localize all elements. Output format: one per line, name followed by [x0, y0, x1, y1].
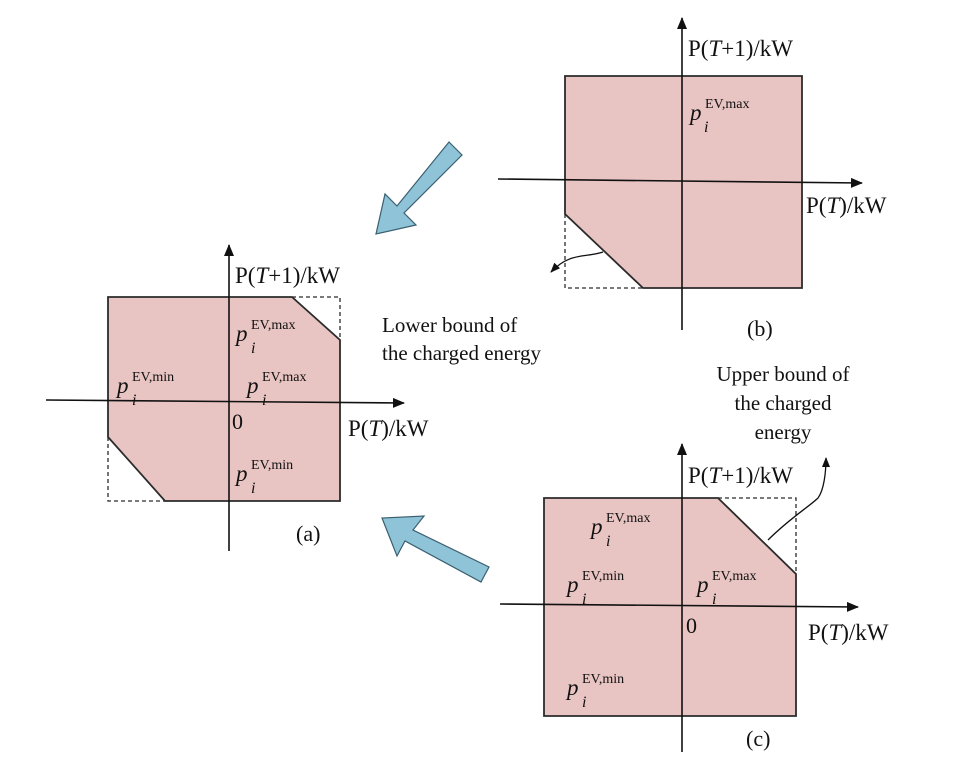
- svg-text:i: i: [704, 119, 708, 136]
- svg-text:i: i: [251, 480, 255, 497]
- svg-text:the charged energy: the charged energy: [382, 341, 541, 365]
- panel-c-pointer-arrow: [767, 457, 830, 541]
- panel-a-lower-cut-corner: [107, 437, 165, 502]
- panel-c-origin: 0: [686, 613, 697, 638]
- panel-c-x-axis-label: P(T)/kW: [808, 620, 889, 645]
- panel-b-x-axis: [497, 177, 863, 188]
- panel-b-x-axis-label: P(T)/kW: [806, 193, 887, 218]
- panel-b-y-axis-label: P(T+1)/kW: [688, 36, 793, 61]
- svg-text:Upper bound of: Upper bound of: [717, 362, 850, 386]
- panel-c-cut-corner: [718, 497, 797, 574]
- panel-c-pmin-bottom-label: p EV,min i: [565, 672, 624, 711]
- svg-text:p: p: [234, 461, 248, 486]
- svg-text:p: p: [245, 373, 259, 398]
- panel-a-caption: (a): [296, 521, 320, 546]
- panel-a-x-axis-label: P(T)/kW: [348, 416, 429, 441]
- panel-a-pmax-top-label: p EV,max i: [234, 318, 295, 357]
- svg-text:p: p: [234, 321, 248, 346]
- svg-text:EV,min: EV,min: [251, 458, 293, 473]
- panel-a-region: [107, 296, 341, 502]
- panel-b-region: [564, 75, 803, 289]
- panel-b-pointer-arrow: [550, 251, 604, 273]
- svg-text:EV,max: EV,max: [712, 569, 756, 584]
- panel-a-y-axis-label: P(T+1)/kW: [235, 263, 340, 288]
- svg-text:p: p: [688, 100, 702, 125]
- panel-a-pmin-bottom-label: p EV,min i: [234, 458, 293, 497]
- transition-arrow-b-to-a: [375, 141, 463, 235]
- svg-text:EV,max: EV,max: [606, 511, 650, 526]
- svg-text:EV,max: EV,max: [262, 370, 306, 385]
- panel-b: P(T+1)/kW P(T)/kW p EV,max i (b): [497, 17, 887, 341]
- panel-a-x-axis: [45, 397, 405, 408]
- panel-c: P(T+1)/kW P(T)/kW 0 p EV,max i p EV,min …: [499, 443, 889, 752]
- panel-c-pmax-right-label: p EV,max i: [695, 569, 756, 608]
- svg-text:i: i: [582, 694, 586, 711]
- panel-c-region: [543, 497, 797, 717]
- svg-text:p: p: [565, 675, 579, 700]
- panel-c-pmin-left-label: p EV,min i: [565, 569, 624, 608]
- panel-c-caption: (c): [746, 726, 770, 751]
- svg-text:EV,max: EV,max: [251, 318, 295, 333]
- svg-text:EV,min: EV,min: [582, 569, 624, 584]
- svg-text:EV,max: EV,max: [705, 97, 749, 112]
- svg-text:p: p: [589, 514, 603, 539]
- svg-text:the charged: the charged: [735, 391, 832, 415]
- svg-text:p: p: [115, 373, 129, 398]
- panel-c-pmax-top-label: p EV,max i: [589, 511, 650, 550]
- svg-text:i: i: [606, 533, 610, 550]
- svg-text:Lower bound of: Lower bound of: [382, 313, 517, 337]
- svg-text:i: i: [251, 340, 255, 357]
- svg-text:p: p: [565, 572, 579, 597]
- panel-a: P(T+1)/kW P(T)/kW 0 p EV,max i p EV,min …: [45, 244, 429, 551]
- svg-text:EV,min: EV,min: [582, 672, 624, 687]
- panel-b-caption: (b): [747, 316, 773, 341]
- panel-a-origin: 0: [232, 409, 243, 434]
- panel-a-upper-cut-corner: [292, 296, 341, 340]
- svg-text:energy: energy: [755, 420, 812, 444]
- panel-c-x-axis: [499, 601, 859, 612]
- svg-text:p: p: [695, 572, 709, 597]
- svg-text:EV,min: EV,min: [132, 370, 174, 385]
- upper-bound-annotation: Upper bound of the charged energy: [717, 362, 850, 444]
- panel-a-pmax-right-label: p EV,max i: [245, 370, 306, 409]
- panel-b-cut-corner: [564, 214, 643, 289]
- panel-a-pmin-left-label: p EV,min i: [115, 370, 174, 409]
- panel-b-pmax-label: p EV,max i: [688, 97, 749, 136]
- lower-bound-annotation: Lower bound of the charged energy: [382, 313, 541, 365]
- transition-arrow-c-to-a: [381, 515, 490, 583]
- svg-text:i: i: [132, 392, 136, 409]
- svg-text:i: i: [712, 591, 716, 608]
- panel-c-y-axis-label: P(T+1)/kW: [688, 463, 793, 488]
- svg-text:i: i: [262, 392, 266, 409]
- svg-text:i: i: [582, 591, 586, 608]
